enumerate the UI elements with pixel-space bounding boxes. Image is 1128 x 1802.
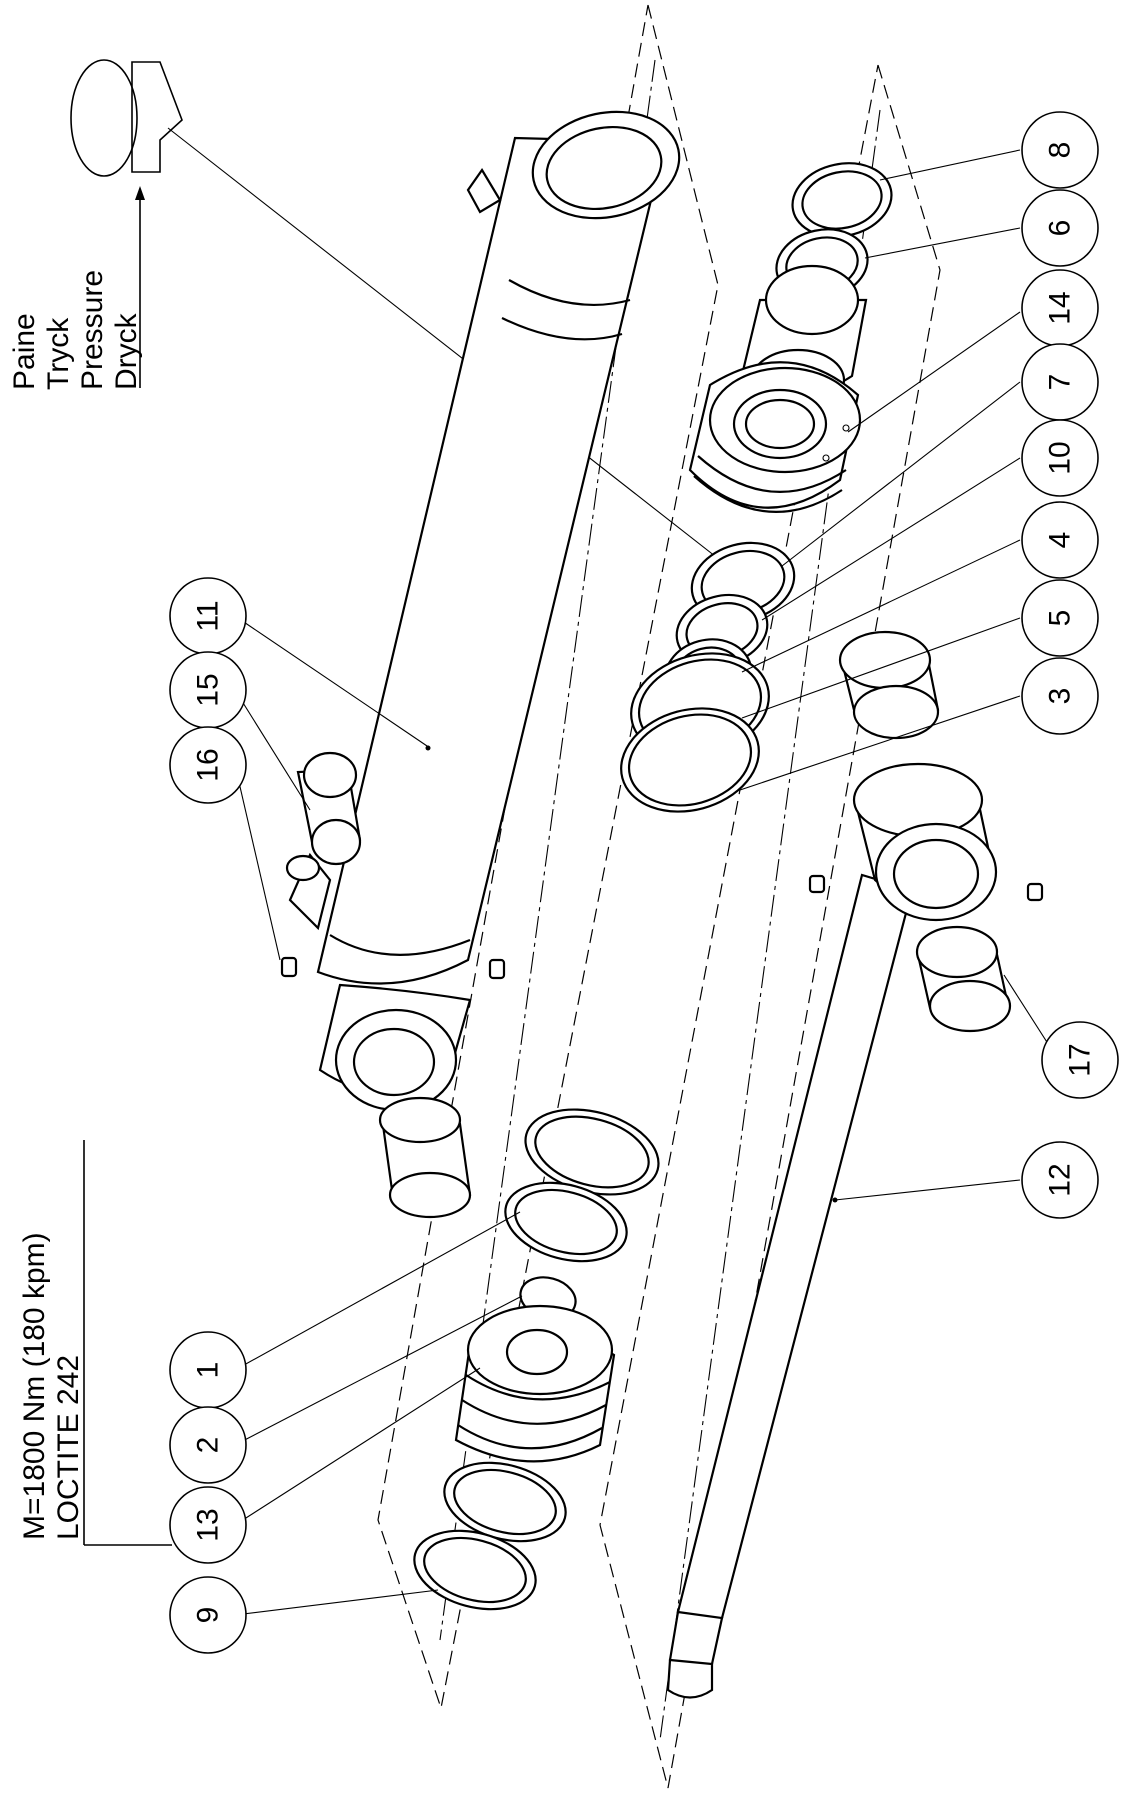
pressure-note-line-1: Paine (8, 313, 41, 390)
cylinder-tube (285, 110, 681, 1112)
balloon-4-label: 4 (1044, 532, 1077, 549)
balloon-3-label: 3 (1044, 688, 1077, 705)
head-seal-stack (620, 162, 893, 813)
balloon-10: 10 (1021, 419, 1099, 497)
grease-nipples (280, 874, 1044, 980)
balloon-15-label: 15 (192, 673, 225, 706)
balloon-11: 11 (169, 577, 247, 655)
balloon-6: 6 (1021, 189, 1099, 267)
balloon-5: 5 (1021, 579, 1099, 657)
balloon-17: 17 (1041, 1021, 1119, 1099)
piston-seal-stack (413, 1108, 660, 1611)
balloon-9: 9 (169, 1576, 247, 1654)
torque-note-line-1: M=1800 Nm (180 kpm) (18, 1232, 51, 1540)
torque-note-line-2: LOCTITE 242 (52, 1355, 85, 1540)
balloon-12: 12 (1021, 1141, 1099, 1219)
balloon-14-label: 14 (1044, 291, 1077, 324)
balloon-5-label: 5 (1044, 610, 1077, 627)
balloon-11-label: 11 (192, 600, 225, 631)
sleeve-5 (838, 630, 940, 740)
pressure-note-line-4: Dryck (110, 312, 143, 390)
balloon-7: 7 (1021, 343, 1099, 421)
balloon-3: 3 (1021, 657, 1099, 735)
torque-note: M=1800 Nm (180 kpm) LOCTITE 242 (18, 1140, 172, 1546)
balloon-1: 1 (169, 1331, 247, 1409)
balloon-13-label: 13 (192, 1508, 225, 1541)
pressure-note: Paine Tryck Pressure Dryck (8, 59, 721, 561)
pressure-note-line-3: Pressure (76, 270, 109, 390)
balloon-8: 8 (1021, 111, 1099, 189)
pressure-note-line-2: Tryck (42, 317, 75, 390)
balloon-6-label: 6 (1044, 220, 1077, 237)
balloon-12-label: 12 (1044, 1163, 1077, 1196)
balloon-16: 16 (169, 726, 247, 804)
balloon-16-label: 16 (192, 748, 225, 781)
balloon-14: 14 (1021, 269, 1099, 347)
bushing-15 (296, 751, 362, 866)
balloon-17-label: 17 (1064, 1043, 1097, 1076)
balloon-8-label: 8 (1044, 142, 1077, 159)
balloon-15: 15 (169, 651, 247, 729)
leader-lines (234, 149, 1053, 1616)
bushing-17 (915, 925, 1012, 1033)
balloon-9-label: 9 (192, 1607, 225, 1624)
balloon-10-label: 10 (1044, 441, 1077, 474)
balloon-13: 13 (169, 1486, 247, 1564)
balloon-7-label: 7 (1044, 374, 1077, 391)
piston-rod (666, 762, 998, 1699)
balloon-2: 2 (169, 1406, 247, 1484)
bushing-lower (378, 1096, 472, 1219)
balloon-1-label: 1 (192, 1362, 225, 1379)
balloon-2-label: 2 (192, 1437, 225, 1454)
balloon-4: 4 (1021, 501, 1099, 579)
